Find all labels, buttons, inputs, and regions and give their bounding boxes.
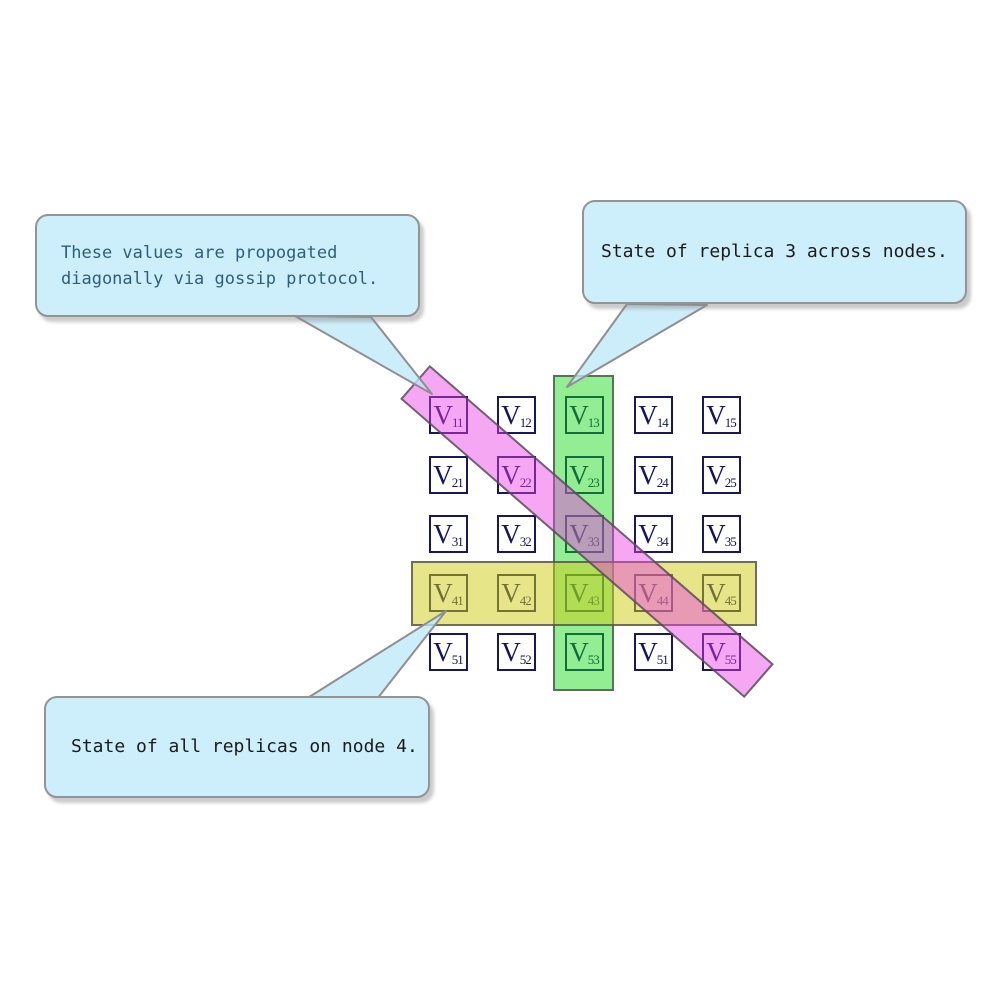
callout-replica3: State of replica 3 across nodes. [582,200,967,304]
cell-subscript: 51 [451,651,464,667]
callout-tail-gossip [294,315,433,395]
cell-symbol: V [433,459,453,490]
cell-symbol: V [706,636,726,667]
cell-symbol: V [569,518,589,549]
callout-node4-text: State of all replicas on node 4. [71,736,418,757]
cell-symbol: V [706,459,726,490]
cell-symbol: V [638,459,658,490]
cell-subscript: 22 [519,474,532,490]
cell-symbol: V [706,399,726,430]
cell-subscript: 55 [724,651,737,667]
cell-subscript: 12 [519,414,532,430]
cell-subscript: 33 [587,533,600,549]
cell-subscript: 52 [519,651,532,667]
cell-subscript: 21 [451,474,464,490]
cell-subscript: 15 [724,414,737,430]
callout-replica3-text: State of replica 3 across nodes. [601,241,948,262]
replica3-column-highlight [553,375,614,691]
cell-subscript: 13 [587,414,600,430]
cell-subscript: 53 [587,651,600,667]
callout-node4: State of all replicas on node 4. [44,696,430,798]
cell-symbol: V [638,636,658,667]
cell-symbol: V [433,518,453,549]
cell-symbol: V [638,518,658,549]
cell-subscript: 34 [656,533,669,549]
cell-symbol: V [501,459,521,490]
callout-gossip: These values are propogated diagonally v… [35,214,420,317]
cell-symbol: V [706,518,726,549]
cell-symbol: V [569,459,589,490]
cell-subscript: 32 [519,533,532,549]
cell-symbol: V [501,518,521,549]
callout-gossip-line2: diagonally via gossip protocol. [61,268,379,289]
cell-symbol: V [569,399,589,430]
cell-symbol: V [569,636,589,667]
cell-symbol: V [638,399,658,430]
cell-subscript: 23 [587,474,600,490]
node4-row-highlight [411,561,757,626]
cell-subscript: 31 [451,533,464,549]
cell-symbol: V [433,399,453,430]
cell-subscript: 51 [656,651,669,667]
cell-subscript: 24 [656,474,669,490]
cell-symbol: V [501,399,521,430]
cell-symbol: V [501,636,521,667]
cell-subscript: 11 [451,414,463,430]
cell-subscript: 14 [656,414,669,430]
cell-subscript: 25 [724,474,737,490]
cell-subscript: 35 [724,533,737,549]
cell-symbol: V [433,636,453,667]
callout-gossip-line1: These values are propogated [61,242,338,263]
